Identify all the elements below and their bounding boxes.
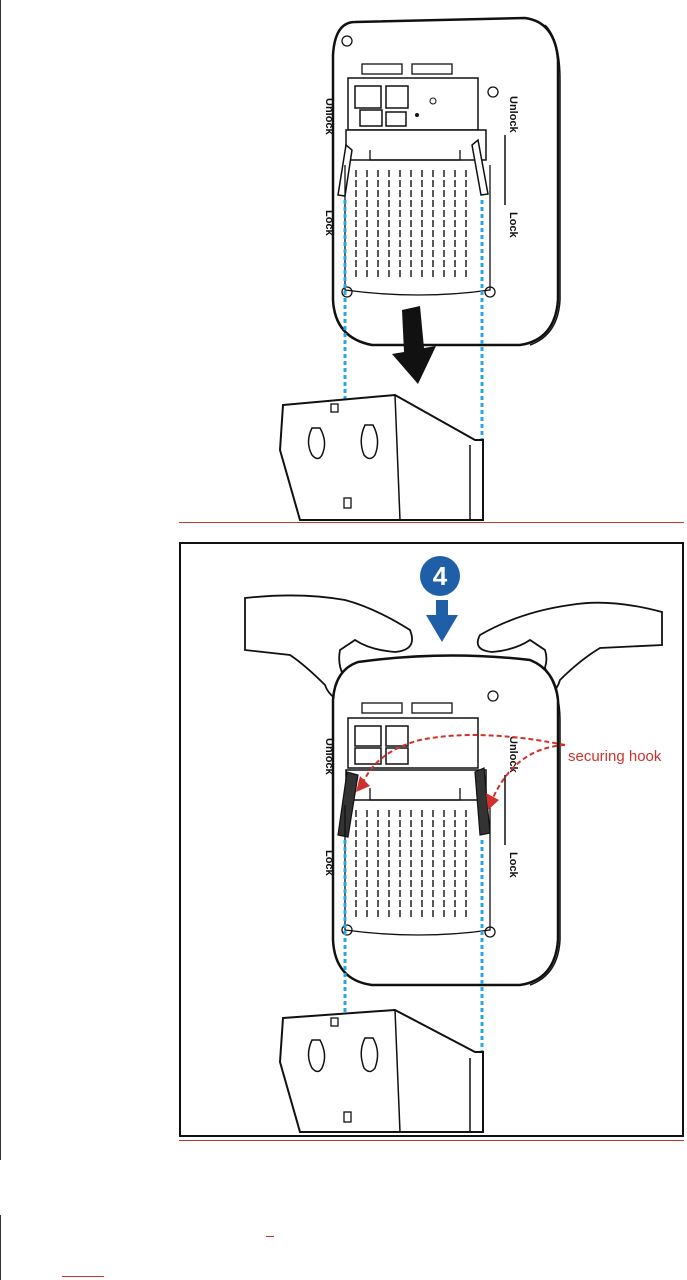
unlock-label-left: Unlock (323, 738, 335, 776)
figure-device-attach-step4: Unlock Lock Unlock Lock (0, 0, 687, 1140)
footnote-mark (266, 1236, 274, 1237)
lock-label: Lock (507, 852, 519, 879)
securing-hook-callout: securing hook (568, 748, 661, 765)
margin-rule (0, 1215, 1, 1280)
step-number-badge: 4 (420, 556, 460, 596)
section-rule (179, 1140, 684, 1141)
down-arrow-icon (426, 600, 458, 642)
mounting-stand (280, 1010, 483, 1132)
lock-label-left: Lock (323, 850, 335, 877)
footnote-rule (62, 1276, 104, 1277)
